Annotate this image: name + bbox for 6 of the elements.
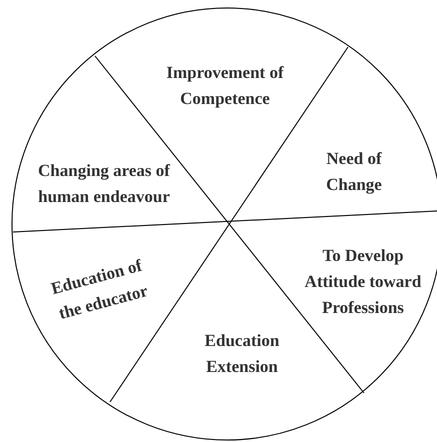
sector-label: Changing areas of human endeavour (19, 158, 189, 210)
sector-label: To Develop Attitude toward Professions (303, 243, 423, 321)
sector-label: Education Extension (187, 328, 297, 380)
sector-label: Improvement of Competence (150, 60, 300, 112)
sector-label: Need of Change (309, 146, 399, 198)
sector-label: Education of the educator (40, 250, 160, 330)
